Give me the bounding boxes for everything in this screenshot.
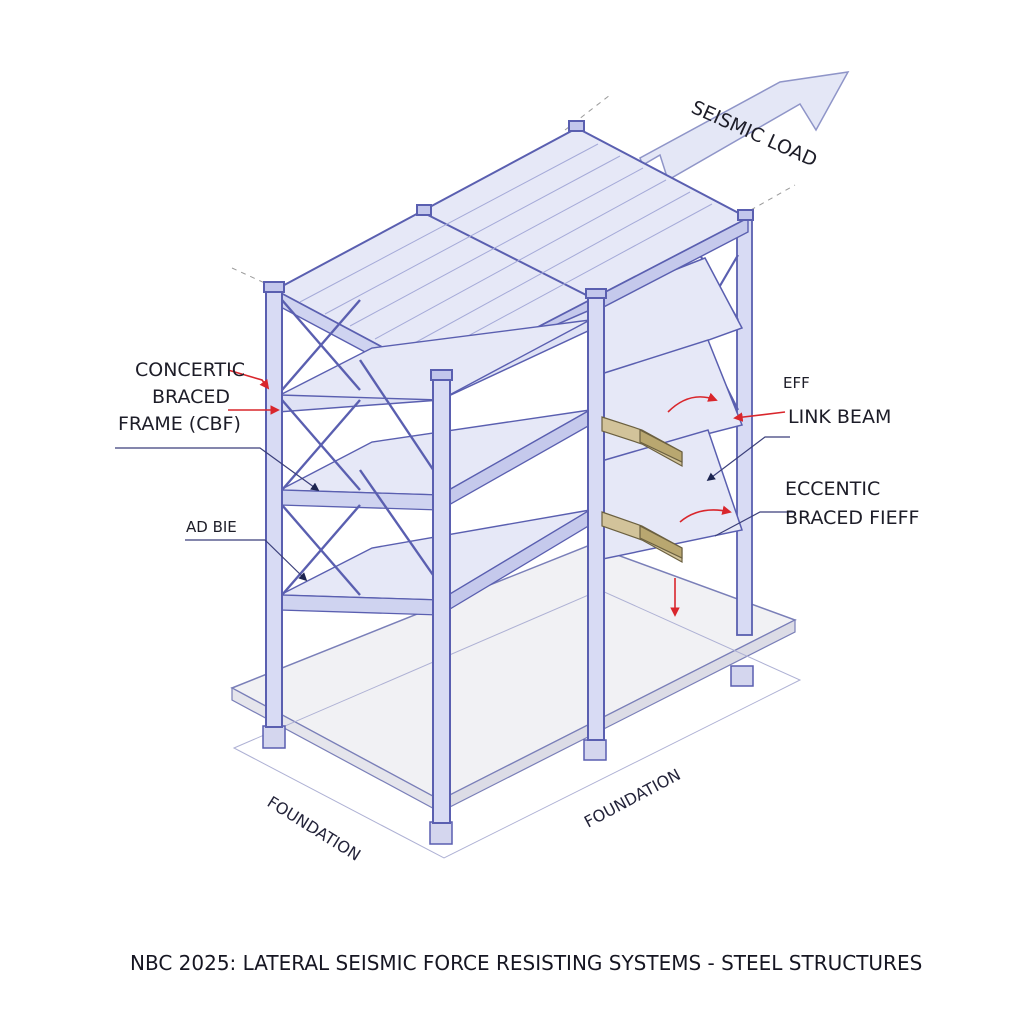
diagram-title: NBC 2025: LATERAL SEISMIC FORCE RESISTIN…: [130, 951, 922, 975]
link-beams: [601, 416, 683, 564]
foundation-slab: [230, 544, 802, 859]
ebf-label-line2: BRACED FIEFF: [785, 507, 919, 529]
leader-lines: [115, 436, 795, 582]
ebf-label-line1: ECCENTIC: [785, 478, 880, 500]
cbf-label-line2: BRACED: [152, 386, 230, 408]
cbf-label-line3: FRAME (CBF): [118, 413, 241, 435]
link-beam-label: LINK BEAM: [788, 406, 891, 428]
left-cbf-bracing: [281, 299, 441, 596]
annotation-arrows: [227, 369, 786, 617]
foundation-label-right: FOUNDATION: [581, 765, 684, 832]
ad-bie-label: AD BIE: [186, 518, 237, 536]
cbf-label-line1: CONCERTIC: [135, 359, 245, 381]
foundation-label-left: FOUNDATION: [264, 792, 364, 864]
eff-label: EFF: [783, 374, 810, 392]
